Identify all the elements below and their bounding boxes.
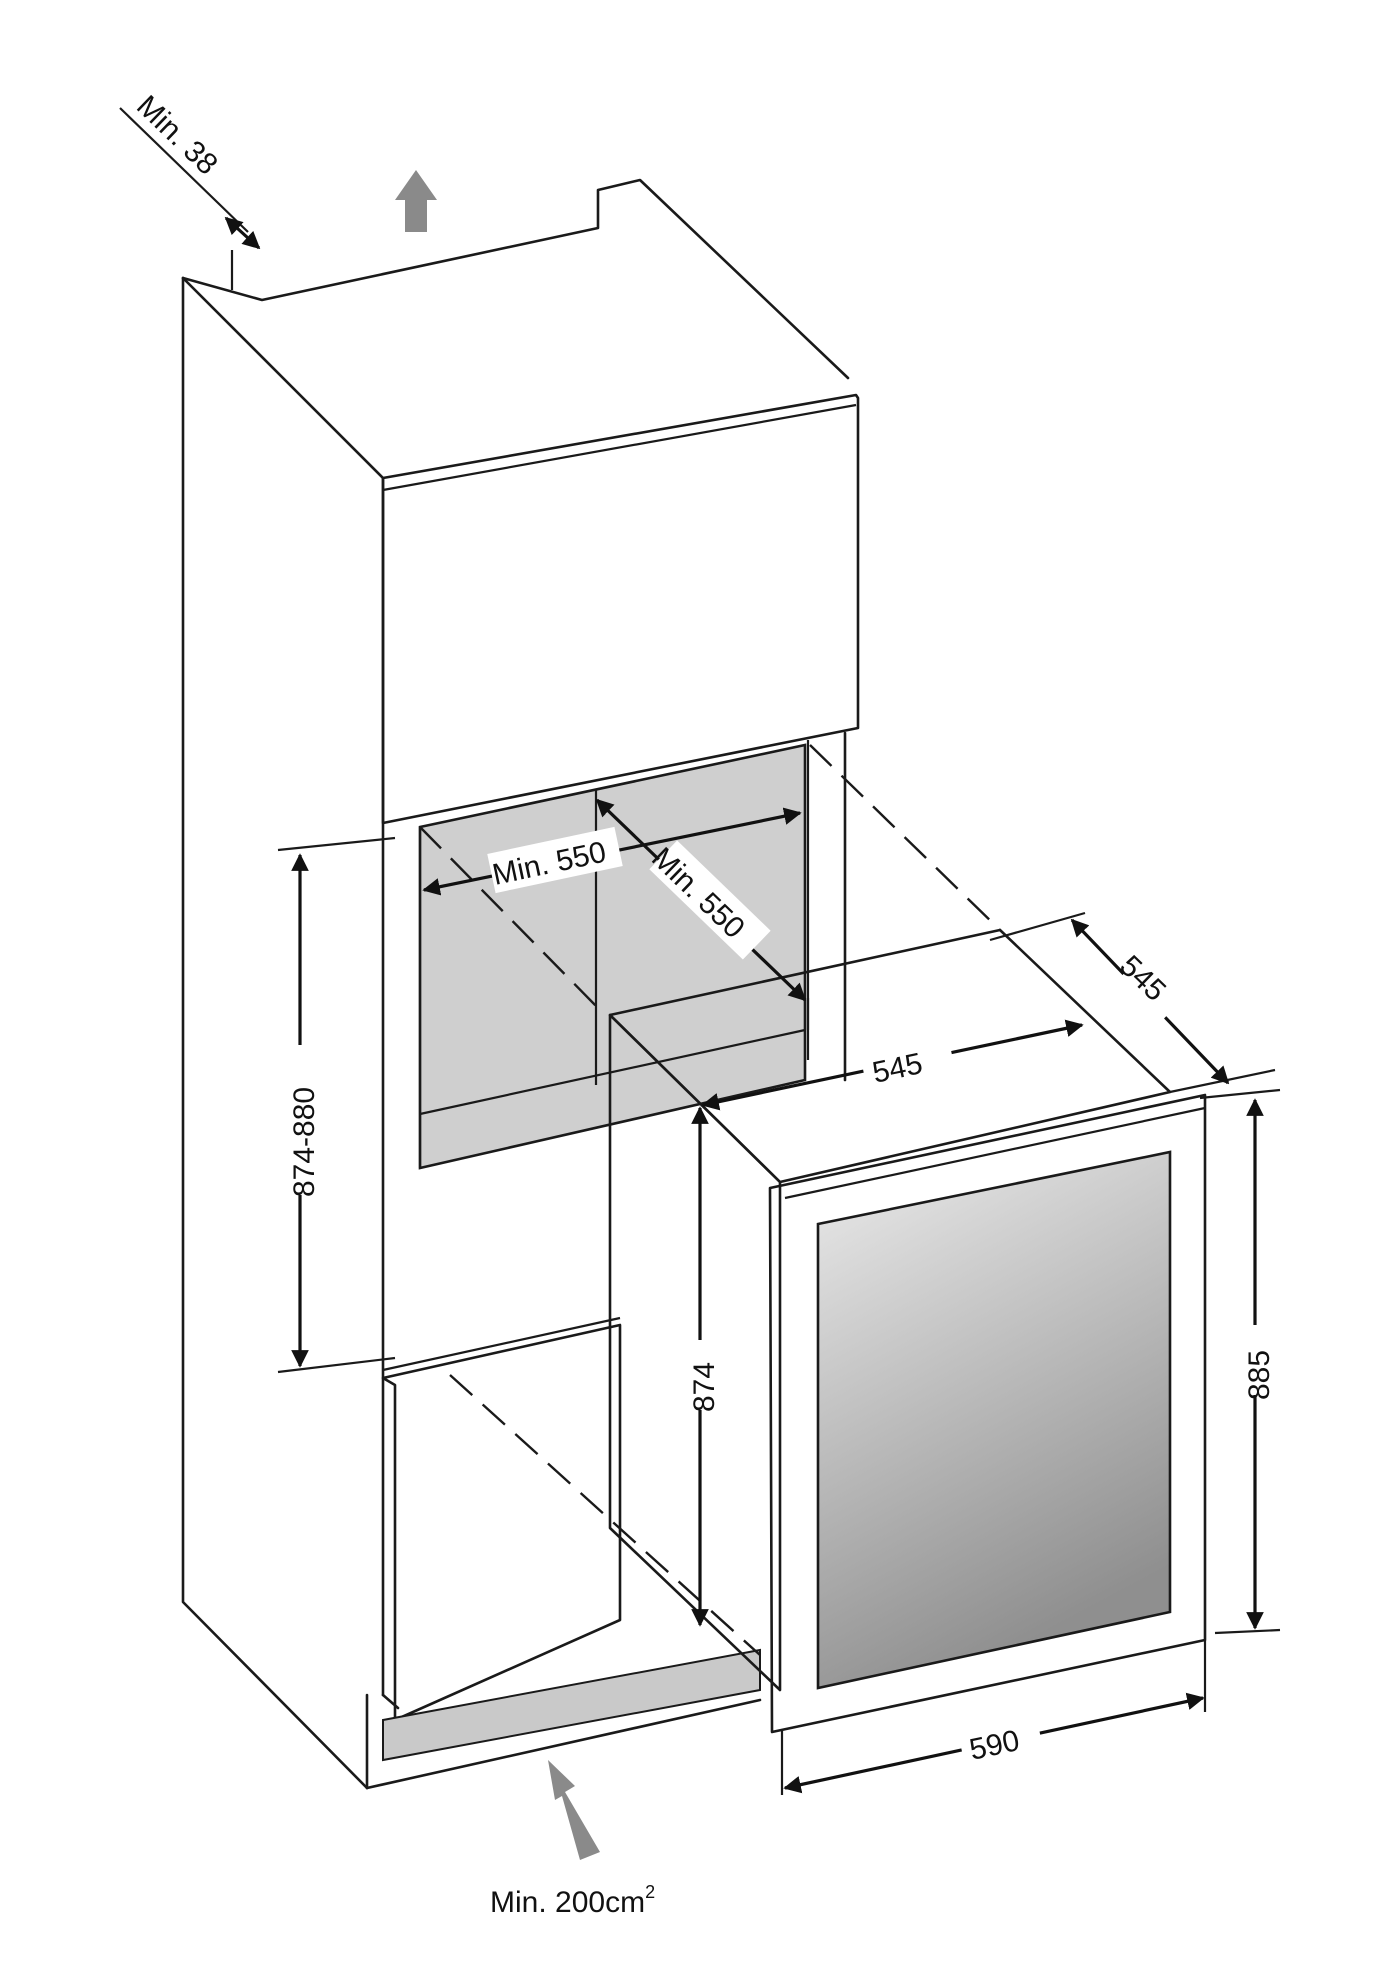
label-ventilation-sup: 2 <box>645 1882 655 1902</box>
label-ventilation: Min. 200cm <box>490 1886 645 1919</box>
lower-cabinet-door <box>381 1316 622 1722</box>
plinth-vent-strip <box>382 1648 761 1762</box>
dim-590: 590 <box>780 1640 1207 1795</box>
projection-lines <box>419 744 1001 1656</box>
glass-door-panel <box>816 1150 1172 1690</box>
appliance-body <box>608 928 1207 1734</box>
svg-text:Min. 200cm2: Min. 200cm2 <box>490 1882 655 1919</box>
dim-885: 885 <box>1199 1088 1281 1635</box>
ventilation-label: Min. 200cm2 <box>490 1882 655 1919</box>
label-min-38: Min. 38 <box>130 89 224 181</box>
label-874: 874 <box>688 1362 721 1412</box>
arrow-up-left-icon <box>548 1760 600 1860</box>
upper-cabinet-door <box>381 393 860 825</box>
dim-545-top: 545 <box>701 1019 1084 1111</box>
dim-min-38: Min. 38 <box>119 89 261 250</box>
dim-874: 874 <box>682 1106 721 1627</box>
arrow-up-icon <box>395 170 437 232</box>
label-874-880: 874-880 <box>288 1087 321 1197</box>
appliance-niche <box>418 743 807 1170</box>
label-885: 885 <box>1243 1350 1276 1400</box>
dim-874-880: 874-880 <box>277 836 396 1374</box>
dim-545-side: 545 <box>989 911 1276 1094</box>
